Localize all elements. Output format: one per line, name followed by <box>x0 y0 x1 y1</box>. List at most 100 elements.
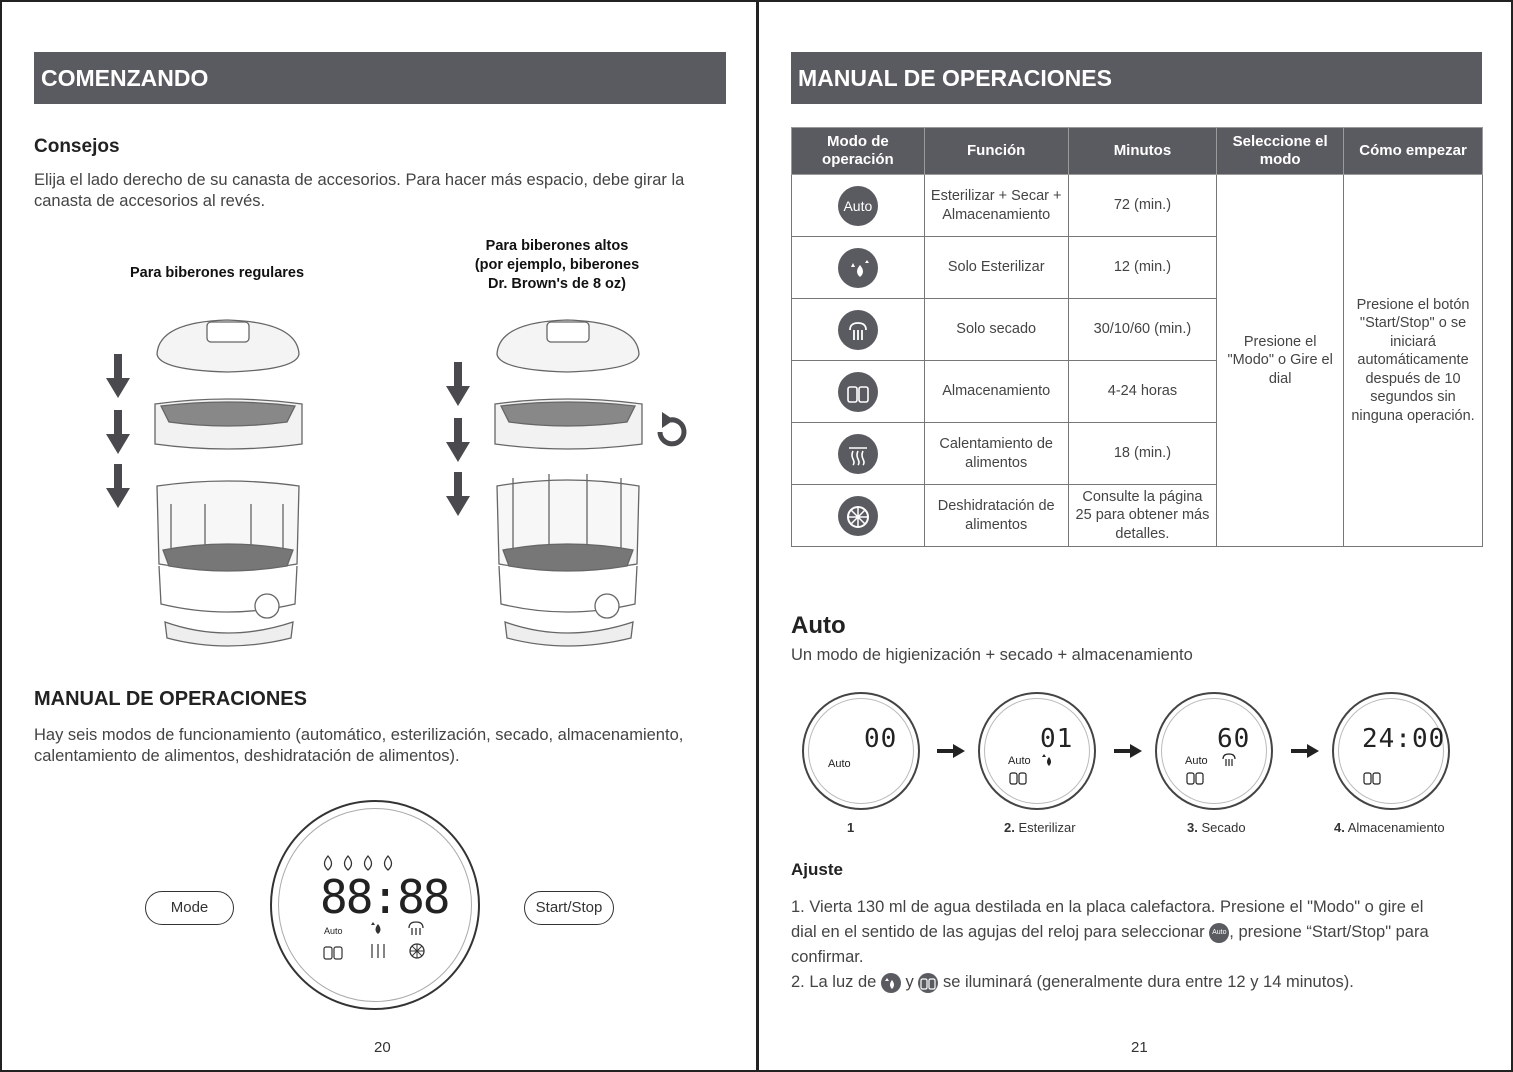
label-tall-line-1: Para biberones altos <box>485 238 629 254</box>
step-display: 00 <box>864 724 898 754</box>
adjust-fragment: , presione “Start/Stop" para <box>1229 923 1429 941</box>
sterilize-icon <box>1042 754 1051 766</box>
food-warm-icon <box>837 433 878 474</box>
operations-table: Modo de operación Función Minutos Selecc… <box>791 127 1483 547</box>
step-text: Almacenamiento <box>1347 820 1445 835</box>
storage-icon <box>837 371 878 412</box>
minutes-cell: 72 (min.) <box>1067 174 1218 237</box>
down-arrows-icon <box>106 354 130 508</box>
sterilize-indicator-icon <box>371 922 381 934</box>
down-arrows-icon <box>446 362 470 516</box>
step-label-3: 3. Secado <box>1187 820 1246 835</box>
left-page: COMENZANDO Consejos Elija el lado derech… <box>0 0 758 1072</box>
right-page: MANUAL DE OPERACIONES Modo de operación … <box>757 0 1513 1072</box>
adjust-fragment: dial en el sentido de las agujas del rel… <box>791 923 1205 941</box>
table-row: Solo Esterilizar 12 (min.) <box>791 236 1483 299</box>
adjust-title: Ajuste <box>791 860 843 879</box>
adjust-line: 2. La luz de y se iluminará (generalment… <box>791 970 1491 995</box>
tips-title: Consejos <box>34 136 120 157</box>
label-tall-bottles: Para biberones altos (por ejemplo, biber… <box>442 237 672 294</box>
col-header: Modo de operación <box>791 127 925 175</box>
storage-icon <box>918 972 939 993</box>
dry-icon <box>837 309 878 350</box>
col-header: Minutos <box>1067 127 1218 175</box>
step-display: 24:00 <box>1362 724 1446 754</box>
step-num: 4. <box>1334 820 1345 835</box>
storage-icon <box>1186 772 1204 785</box>
control-panel-dial[interactable]: 88:88 Auto <box>270 800 480 1010</box>
flame-indicators-icon <box>323 855 393 871</box>
manual-text: Hay seis modos de funcionamiento (automá… <box>34 726 684 765</box>
section-header-manual: MANUAL DE OPERACIONES <box>791 52 1482 104</box>
adjust-line: 1. Vierta 130 ml de agua destilada en la… <box>791 898 1424 916</box>
sterilize-icon <box>837 247 878 288</box>
sterilize-icon <box>880 972 901 993</box>
page-number: 20 <box>374 1039 391 1056</box>
adjust-line: confirmar. <box>791 948 864 966</box>
step-dial-1: 00 Auto <box>802 692 920 810</box>
rotate-icon <box>657 412 687 447</box>
section-header-comenzando: COMENZANDO <box>34 52 726 104</box>
label-regular-bottles: Para biberones regulares <box>129 265 305 281</box>
step-label-2: 2. Esterilizar <box>1004 820 1076 835</box>
step-label-1: 1 <box>847 820 855 835</box>
food-warm-indicator-icon <box>371 944 385 958</box>
minutes-cell: 12 (min.) <box>1067 236 1218 299</box>
right-arrow-icon <box>1114 744 1142 758</box>
step-dial-2: 01 Auto <box>978 692 1096 810</box>
step-num: 3. <box>1187 820 1198 835</box>
auto-icon: Auto <box>1209 922 1230 943</box>
function-cell: Solo secado <box>923 298 1069 361</box>
col-header: Función <box>923 127 1069 175</box>
dry-indicator-icon <box>408 921 424 935</box>
col-header: Cómo empezar <box>1343 127 1483 175</box>
step-display: 01 <box>1040 724 1074 754</box>
right-arrow-icon <box>1291 744 1319 758</box>
mode-button[interactable]: Mode <box>145 891 234 925</box>
step-auto-label: Auto <box>1008 755 1031 767</box>
auto-indicator: Auto <box>324 926 343 936</box>
minutes-cell: 4-24 horas <box>1067 360 1218 423</box>
function-cell: Solo Esterilizar <box>923 236 1069 299</box>
step-auto-label: Auto <box>1185 755 1208 767</box>
function-cell: Almacenamiento <box>923 360 1069 423</box>
table-row: Auto Esterilizar + Secar + Almacenamient… <box>791 174 1483 547</box>
minutes-cell: 30/10/60 (min.) <box>1067 298 1218 361</box>
storage-icon <box>1009 772 1027 785</box>
minutes-cell: 18 (min.) <box>1067 422 1218 485</box>
adjust-fragment: se iluminará (generalmente dura entre 12… <box>942 973 1354 991</box>
step-num: 2. <box>1004 820 1015 835</box>
adjust-line: dial en el sentido de las agujas del rel… <box>791 920 1491 945</box>
tips-text: Elija el lado derecho de su canasta de a… <box>34 171 685 210</box>
manual-title: MANUAL DE OPERACIONES <box>34 688 307 710</box>
table-row: Calentamiento de alimentos 18 (min.) <box>791 422 1483 485</box>
auto-title: Auto <box>791 612 846 639</box>
dehydrate-indicator-icon <box>409 943 425 959</box>
steamer-regular-illustration <box>154 319 303 647</box>
step-text: Secado <box>1201 820 1246 835</box>
dry-icon <box>1222 753 1236 766</box>
step-dial-3: 60 Auto <box>1155 692 1273 810</box>
auto-subtitle: Un modo de higienización + secado + alma… <box>791 646 1193 664</box>
storage-icon <box>1363 772 1381 785</box>
function-cell: Calentamiento de alimentos <box>923 422 1069 485</box>
step-label-4: 4. Almacenamiento <box>1334 820 1445 835</box>
table-header-row: Modo de operación Función Minutos Selecc… <box>791 127 1483 175</box>
adjust-fragment: 2. La luz de <box>791 973 877 991</box>
dehydrate-icon <box>837 495 878 536</box>
adjust-text: 1. Vierta 130 ml de agua destilada en la… <box>791 895 1491 995</box>
storage-indicator-icon <box>323 946 343 960</box>
function-cell: Deshidratación de alimentos <box>923 484 1069 547</box>
step-text: Esterilizar <box>1018 820 1076 835</box>
how-to-start-cell: Presione el botón "Start/Stop" o se inic… <box>1343 174 1483 547</box>
step-auto-label: Auto <box>828 758 851 770</box>
adjust-fragment: y <box>905 973 914 991</box>
start-stop-button[interactable]: Start/Stop <box>524 891 614 925</box>
select-mode-cell: Presione el "Modo" o Gire el dial <box>1216 174 1345 547</box>
function-cell: Esterilizar + Secar + Almacenamiento <box>923 174 1069 237</box>
right-arrow-icon <box>937 744 965 758</box>
steamer-tall-illustration <box>494 319 643 647</box>
label-tall-line-2: (por ejemplo, biberones <box>474 257 640 273</box>
table-row: Deshidratación de alimentos Consulte la … <box>791 484 1483 547</box>
table-row: Almacenamiento 4-24 horas <box>791 360 1483 423</box>
